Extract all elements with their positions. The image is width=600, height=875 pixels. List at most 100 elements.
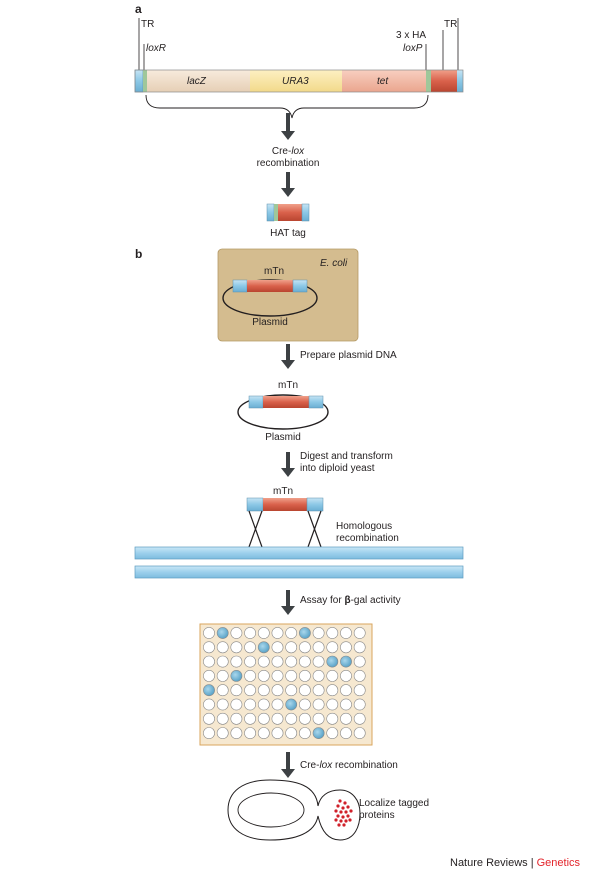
positive-well [312,727,325,739]
hat-tag-label: HAT tag [270,228,306,239]
homologous-label-line1: Homologous [336,521,392,532]
plate-well [285,670,298,682]
homologous-label-line2: recombination [336,533,399,544]
chromosome-bottom [134,565,464,579]
tagged-protein-dot [344,819,348,823]
tagged-protein-dots [334,799,353,827]
chromosome-top [134,546,464,560]
tagged-protein-dot [346,814,350,818]
plate-well [203,641,215,654]
plate-well [353,670,366,682]
tagged-protein-dot [334,809,338,813]
tagged-protein-dot [336,804,340,808]
plate-well [230,641,243,654]
hat-tag-element [266,203,310,222]
plate-well [312,655,325,668]
tr-left-label: TR [141,19,154,30]
positive-well [230,670,243,682]
digest-label-line1: Digest and transform [300,451,393,462]
tagged-protein-dot [337,823,341,827]
plate-well [203,727,215,739]
positive-well [326,655,339,668]
plate-well [340,627,352,639]
plate-well [257,670,270,682]
tagged-protein-dot [349,809,353,813]
plate-well [312,712,325,725]
plate-well [340,698,352,711]
excised-region-brace [145,94,429,119]
plate-wells [203,627,366,739]
plate-well [353,712,366,725]
plate-well [257,684,270,697]
plasmid-label: Plasmid [265,432,301,443]
journal-credit: Nature Reviews | Genetics [450,857,581,869]
plate-well [298,712,311,725]
plate-well [285,712,298,725]
plate-well [244,641,256,654]
positive-well [298,627,311,639]
plate-well [340,727,352,739]
plate-well [257,698,270,711]
plate-well [244,655,256,668]
tet-segment [342,70,426,92]
plate-well [216,712,229,725]
plate-well [230,727,243,739]
positive-well [340,655,352,668]
positive-well [203,684,215,697]
positive-well [216,627,229,639]
3xha-label: 3 x HA [396,30,426,41]
plate-well [298,698,311,711]
tagged-protein-dot [343,801,347,805]
mtn-element-plasmid [248,395,324,409]
plasmid-label-ecoli: Plasmid [252,317,288,328]
plate-well [203,698,215,711]
plate-well [203,655,215,668]
plate-well [353,655,366,668]
plate-well [326,698,339,711]
plate-well [271,670,284,682]
localize-label-line2: proteins [359,810,395,821]
plate-well [340,684,352,697]
plate-well [285,627,298,639]
plate-well [244,684,256,697]
tagged-protein-dot [341,815,345,819]
plate-well [312,684,325,697]
plate-well [216,698,229,711]
plate-well [257,727,270,739]
tagged-protein-dot [339,810,343,814]
tagged-protein-dot [338,799,342,803]
plate-well [326,727,339,739]
plate-well [230,698,243,711]
ura3-segment [250,70,342,92]
plate-well [312,670,325,682]
tagged-protein-dot [336,814,340,818]
positive-well [257,641,270,654]
mtn-label-plasmid: mTn [278,380,298,391]
plate-well [230,712,243,725]
mtn-label-recomb: mTn [273,486,293,497]
plate-well [271,684,284,697]
tagged-protein-dot [334,818,338,822]
positive-well [285,698,298,711]
plate-well [285,684,298,697]
ecoli-label: E. coli [320,258,348,269]
tet-label: tet [377,76,389,87]
tr-right-segment [457,70,463,92]
localize-label-line1: Localize tagged [359,798,429,809]
plate-well [216,727,229,739]
transposon-construct [134,69,464,93]
tr-left-segment [134,69,144,93]
ha-segment [431,70,457,92]
plate-well [244,712,256,725]
cre-lox-step-line2: recombination [257,158,320,169]
plate-well [298,641,311,654]
prepare-plasmid-label: Prepare plasmid DNA [300,350,397,361]
loxr-segment [143,70,147,92]
loxp-label: loxP [403,43,423,54]
plate-well [244,627,256,639]
ura3-label: URA3 [282,76,309,87]
tagged-protein-dot [342,823,346,827]
cre-lox-final-label: Cre-lox recombination [300,760,398,771]
plate-well [353,727,366,739]
plate-well [271,641,284,654]
